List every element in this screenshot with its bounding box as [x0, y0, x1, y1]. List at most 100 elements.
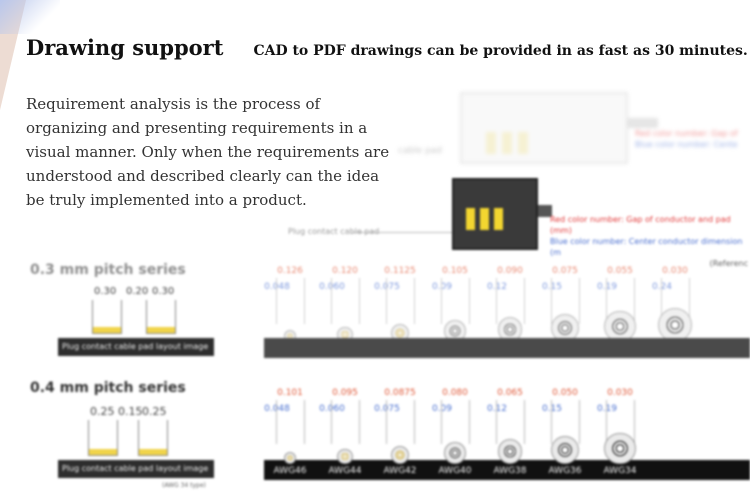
awg-gap-value: 0.090 [497, 266, 523, 276]
awg-dim-line [331, 278, 332, 324]
callout-top-blue: Blue color number: Cente [635, 140, 738, 149]
awg-dim-value: 0.060 [319, 404, 345, 414]
awg-gauge-label: AWG42 [383, 466, 417, 476]
callout-mid-blue: Blue color number: Center conductor dime… [550, 237, 743, 257]
awg-dim-line [634, 278, 635, 324]
awg-gauge-label: AWG40 [438, 466, 472, 476]
wire-cross-section-icon [337, 448, 353, 464]
awg-dim-value: 0.075 [374, 404, 400, 414]
awg-gauge-label: AWG44 [328, 466, 362, 476]
awg-dim-line [359, 278, 360, 324]
pitch-0.4-c: 0.25 [142, 405, 167, 418]
pitch-0.3-b: 0.20 [126, 286, 149, 297]
callout-mid-note: (Referenc [709, 259, 748, 268]
awg-dim-line [441, 278, 442, 324]
awg-dim-line [634, 400, 635, 444]
connector-mid-image [452, 178, 538, 250]
awg-gap-value: 0.105 [442, 266, 468, 276]
awg-gauge-label: AWG46 [273, 466, 307, 476]
callout-top-red: Red color number: Gap of [635, 129, 738, 138]
awg-gap-value: 0.1125 [384, 266, 416, 276]
awg-gap-value: 0.095 [332, 388, 358, 398]
wire-cross-section-icon [444, 442, 466, 464]
page-title: Drawing support [26, 35, 224, 60]
pad-0.3-left [92, 300, 122, 334]
wire-cross-section-icon [390, 445, 410, 464]
corner-accent-blue [0, 0, 60, 34]
callout-mid-red: Red color number: Gap of conductor and p… [550, 215, 731, 235]
awg-gap-value: 0.055 [607, 266, 633, 276]
awg-dim-line [606, 278, 607, 324]
awg-dim-line [414, 400, 415, 444]
awg-dim-line [579, 400, 580, 444]
awg-gauge-label: AWG38 [493, 466, 527, 476]
awg-dim-value: 0.19 [596, 404, 618, 414]
awg-dim-line [524, 400, 525, 444]
awg-gap-value: 0.0875 [384, 388, 416, 398]
awg-gap-value: 0.101 [277, 388, 303, 398]
awg-dim-value: 0.060 [319, 282, 345, 292]
awg-dim-line [414, 278, 415, 324]
pad-0.3-right [146, 300, 176, 334]
awg-gap-value: 0.050 [552, 388, 578, 398]
page-subtitle: CAD to PDF drawings can be provided in a… [253, 43, 748, 59]
awg-dim-line [551, 278, 552, 324]
awg-gap-value: 0.080 [442, 388, 468, 398]
awg-gap-value: 0.030 [607, 388, 633, 398]
series-label-0.3mm: 0.3 mm pitch series [30, 262, 186, 278]
awg-dim-line [276, 278, 277, 324]
series-label-0.4mm: 0.4 mm pitch series [30, 380, 186, 396]
awg-dim-line [359, 400, 360, 444]
awg-bar-0.4 [264, 460, 750, 480]
awg-dim-line [496, 278, 497, 324]
awg-dim-value: 0.19 [596, 282, 618, 292]
awg-dim-line [331, 400, 332, 444]
pitch-0.4-a: 0.25 [90, 405, 115, 418]
awg-dim-line [524, 278, 525, 324]
pitch-0.3-c: 0.30 [152, 286, 175, 297]
intro-paragraph: Requirement analysis is the process of o… [26, 95, 390, 209]
connector-top-image [460, 92, 628, 164]
awg-dim-value: 0.075 [374, 282, 400, 292]
callout-mid: Red color number: Gap of conductor and p… [550, 214, 750, 269]
wire-cross-section-icon [284, 452, 296, 464]
awg-dim-line [304, 400, 305, 444]
awg-dim-value: 0.048 [264, 282, 290, 292]
awg-dim-line [469, 278, 470, 324]
awg-bar-0.3 [264, 338, 750, 358]
awg-dim-line [441, 400, 442, 444]
callout-mid-pad-label: Plug contact cable pad [288, 227, 380, 236]
pad-caption-0.3: Plug contact cable pad layout image [58, 338, 214, 356]
pad-0.4-right [138, 420, 168, 456]
callout-top: Red color number: Gap of Blue color numb… [635, 128, 738, 150]
awg-dim-line [386, 400, 387, 444]
awg-dim-value: 0.15 [541, 282, 563, 292]
awg-dim-value: 0.12 [486, 282, 508, 292]
awg-dim-line [606, 400, 607, 444]
awg-gap-value: 0.075 [552, 266, 578, 276]
header: Drawing support CAD to PDF drawings can … [26, 35, 748, 60]
awg-gap-value: 0.030 [662, 266, 688, 276]
awg-dim-line [496, 400, 497, 444]
awg-dim-line [551, 400, 552, 444]
wire-cross-section-icon [604, 310, 636, 342]
awg-dim-line [661, 278, 662, 324]
awg-dim-line [304, 278, 305, 324]
awg-dim-value: 0.09 [431, 282, 453, 292]
awg-dim-line [386, 278, 387, 324]
pitch-0.3-a: 0.30 [94, 286, 117, 297]
footnote-awg34: (AWG 34 type) [162, 482, 206, 489]
awg-gap-value: 0.120 [332, 266, 358, 276]
pad-caption-0.4: Plug contact cable pad layout image [58, 460, 214, 478]
wire-cross-section-icon [604, 432, 636, 464]
wire-cross-section-icon [657, 307, 693, 342]
awg-dim-value: 0.048 [264, 404, 290, 414]
awg-gauge-label: AWG36 [548, 466, 582, 476]
awg-dim-line [579, 278, 580, 324]
wire-cross-section-icon [551, 436, 579, 464]
pitch-0.4-b: 0.15 [118, 405, 143, 418]
callout-top-pad-label: cable pad [398, 146, 443, 156]
pad-0.4-left [88, 420, 118, 456]
awg-gap-value: 0.126 [277, 266, 303, 276]
